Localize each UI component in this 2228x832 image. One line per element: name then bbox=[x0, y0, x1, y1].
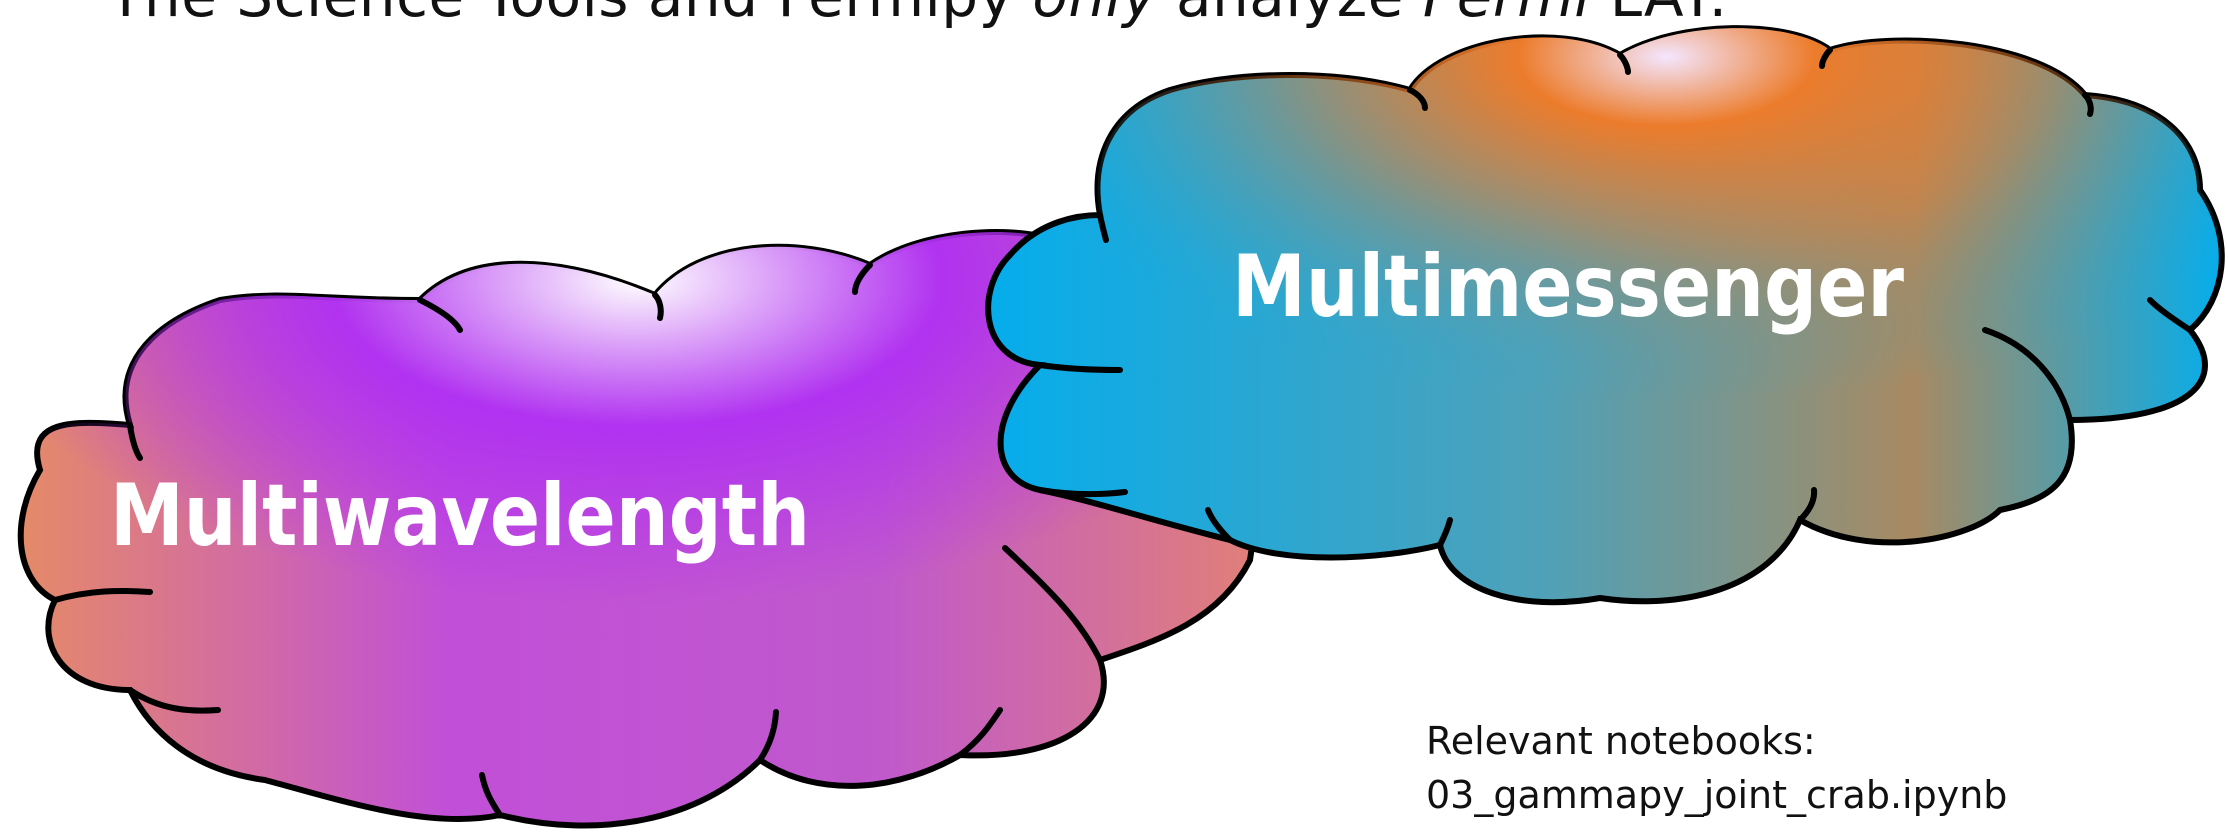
notebooks-label: Relevant notebooks: bbox=[1426, 719, 1816, 763]
heading-suffix: LAT. bbox=[1591, 0, 1728, 30]
notebook-item: 03_gammapy_joint_crab.ipynb bbox=[1426, 773, 2008, 817]
heading-middle: analyze bbox=[1157, 0, 1423, 30]
multimessenger-cloud: Multimessenger bbox=[985, 25, 2225, 606]
multiwavelength-cloud-glow bbox=[20, 232, 1254, 826]
heading-only: only bbox=[1032, 0, 1157, 30]
heading-fermi: Fermi bbox=[1423, 0, 1591, 30]
relevant-notebooks: Relevant notebooks: 03_gammapy_joint_cra… bbox=[1426, 714, 2007, 822]
multimessenger-cloud-glow bbox=[988, 28, 2222, 603]
multimessenger-label: Multimessenger bbox=[1232, 237, 1905, 337]
slide-heading: The Science Tools and Fermipy only analy… bbox=[108, 0, 1728, 30]
multimessenger-cloud-scallops bbox=[1037, 47, 2193, 548]
heading-prefix: The Science Tools and Fermipy bbox=[108, 0, 1032, 30]
multiwavelength-label: Multiwavelength bbox=[110, 466, 810, 566]
multiwavelength-cloud: Multiwavelength bbox=[17, 229, 1257, 829]
multiwavelength-cloud-scallops bbox=[52, 262, 1103, 818]
